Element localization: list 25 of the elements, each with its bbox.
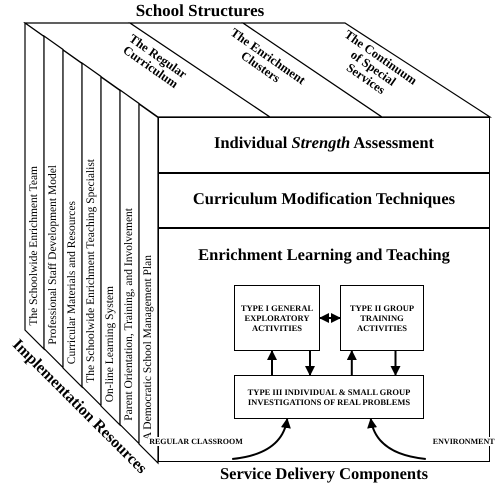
arrow xyxy=(390,351,400,376)
component-band xyxy=(158,117,490,173)
resource-label: Parent Orientation, Training, and Involvement xyxy=(123,208,135,421)
activity-label: TYPE I GENERAL EXPLORATORY ACTIVITIES xyxy=(240,302,314,335)
resource-label: On-line Learning System xyxy=(103,286,117,402)
component-heading: Enrichment Learning and Teaching xyxy=(197,245,451,265)
activity-label: TYPE II GROUP TRAINING ACTIVITIES xyxy=(348,302,416,335)
activity-box xyxy=(234,285,320,351)
component-heading: Curriculum Modification Techniques xyxy=(192,189,456,209)
component-band xyxy=(158,173,490,228)
arrow xyxy=(319,313,341,323)
edge-label: ENVIRONMENT xyxy=(432,437,496,446)
arrow xyxy=(346,350,357,375)
activity-box xyxy=(234,375,424,419)
arrow xyxy=(305,351,315,376)
arrow xyxy=(232,418,290,460)
arrow xyxy=(267,350,277,375)
axis-title: Service Delivery Components xyxy=(218,464,430,484)
axis-title: School Structures xyxy=(134,1,266,21)
resource-label: The Schoolwide Enrichment Team xyxy=(27,166,41,326)
arrow xyxy=(368,418,426,460)
component-heading: Individual Strength Assessment xyxy=(212,133,436,153)
activity-label: TYPE III INDIVIDUAL & SMALL GROUP INVESTIGATIONS OF REAL PROBLEMS xyxy=(246,386,412,409)
activity-box xyxy=(340,285,424,351)
edge-label: REGULAR CLASSROOM xyxy=(148,437,244,446)
